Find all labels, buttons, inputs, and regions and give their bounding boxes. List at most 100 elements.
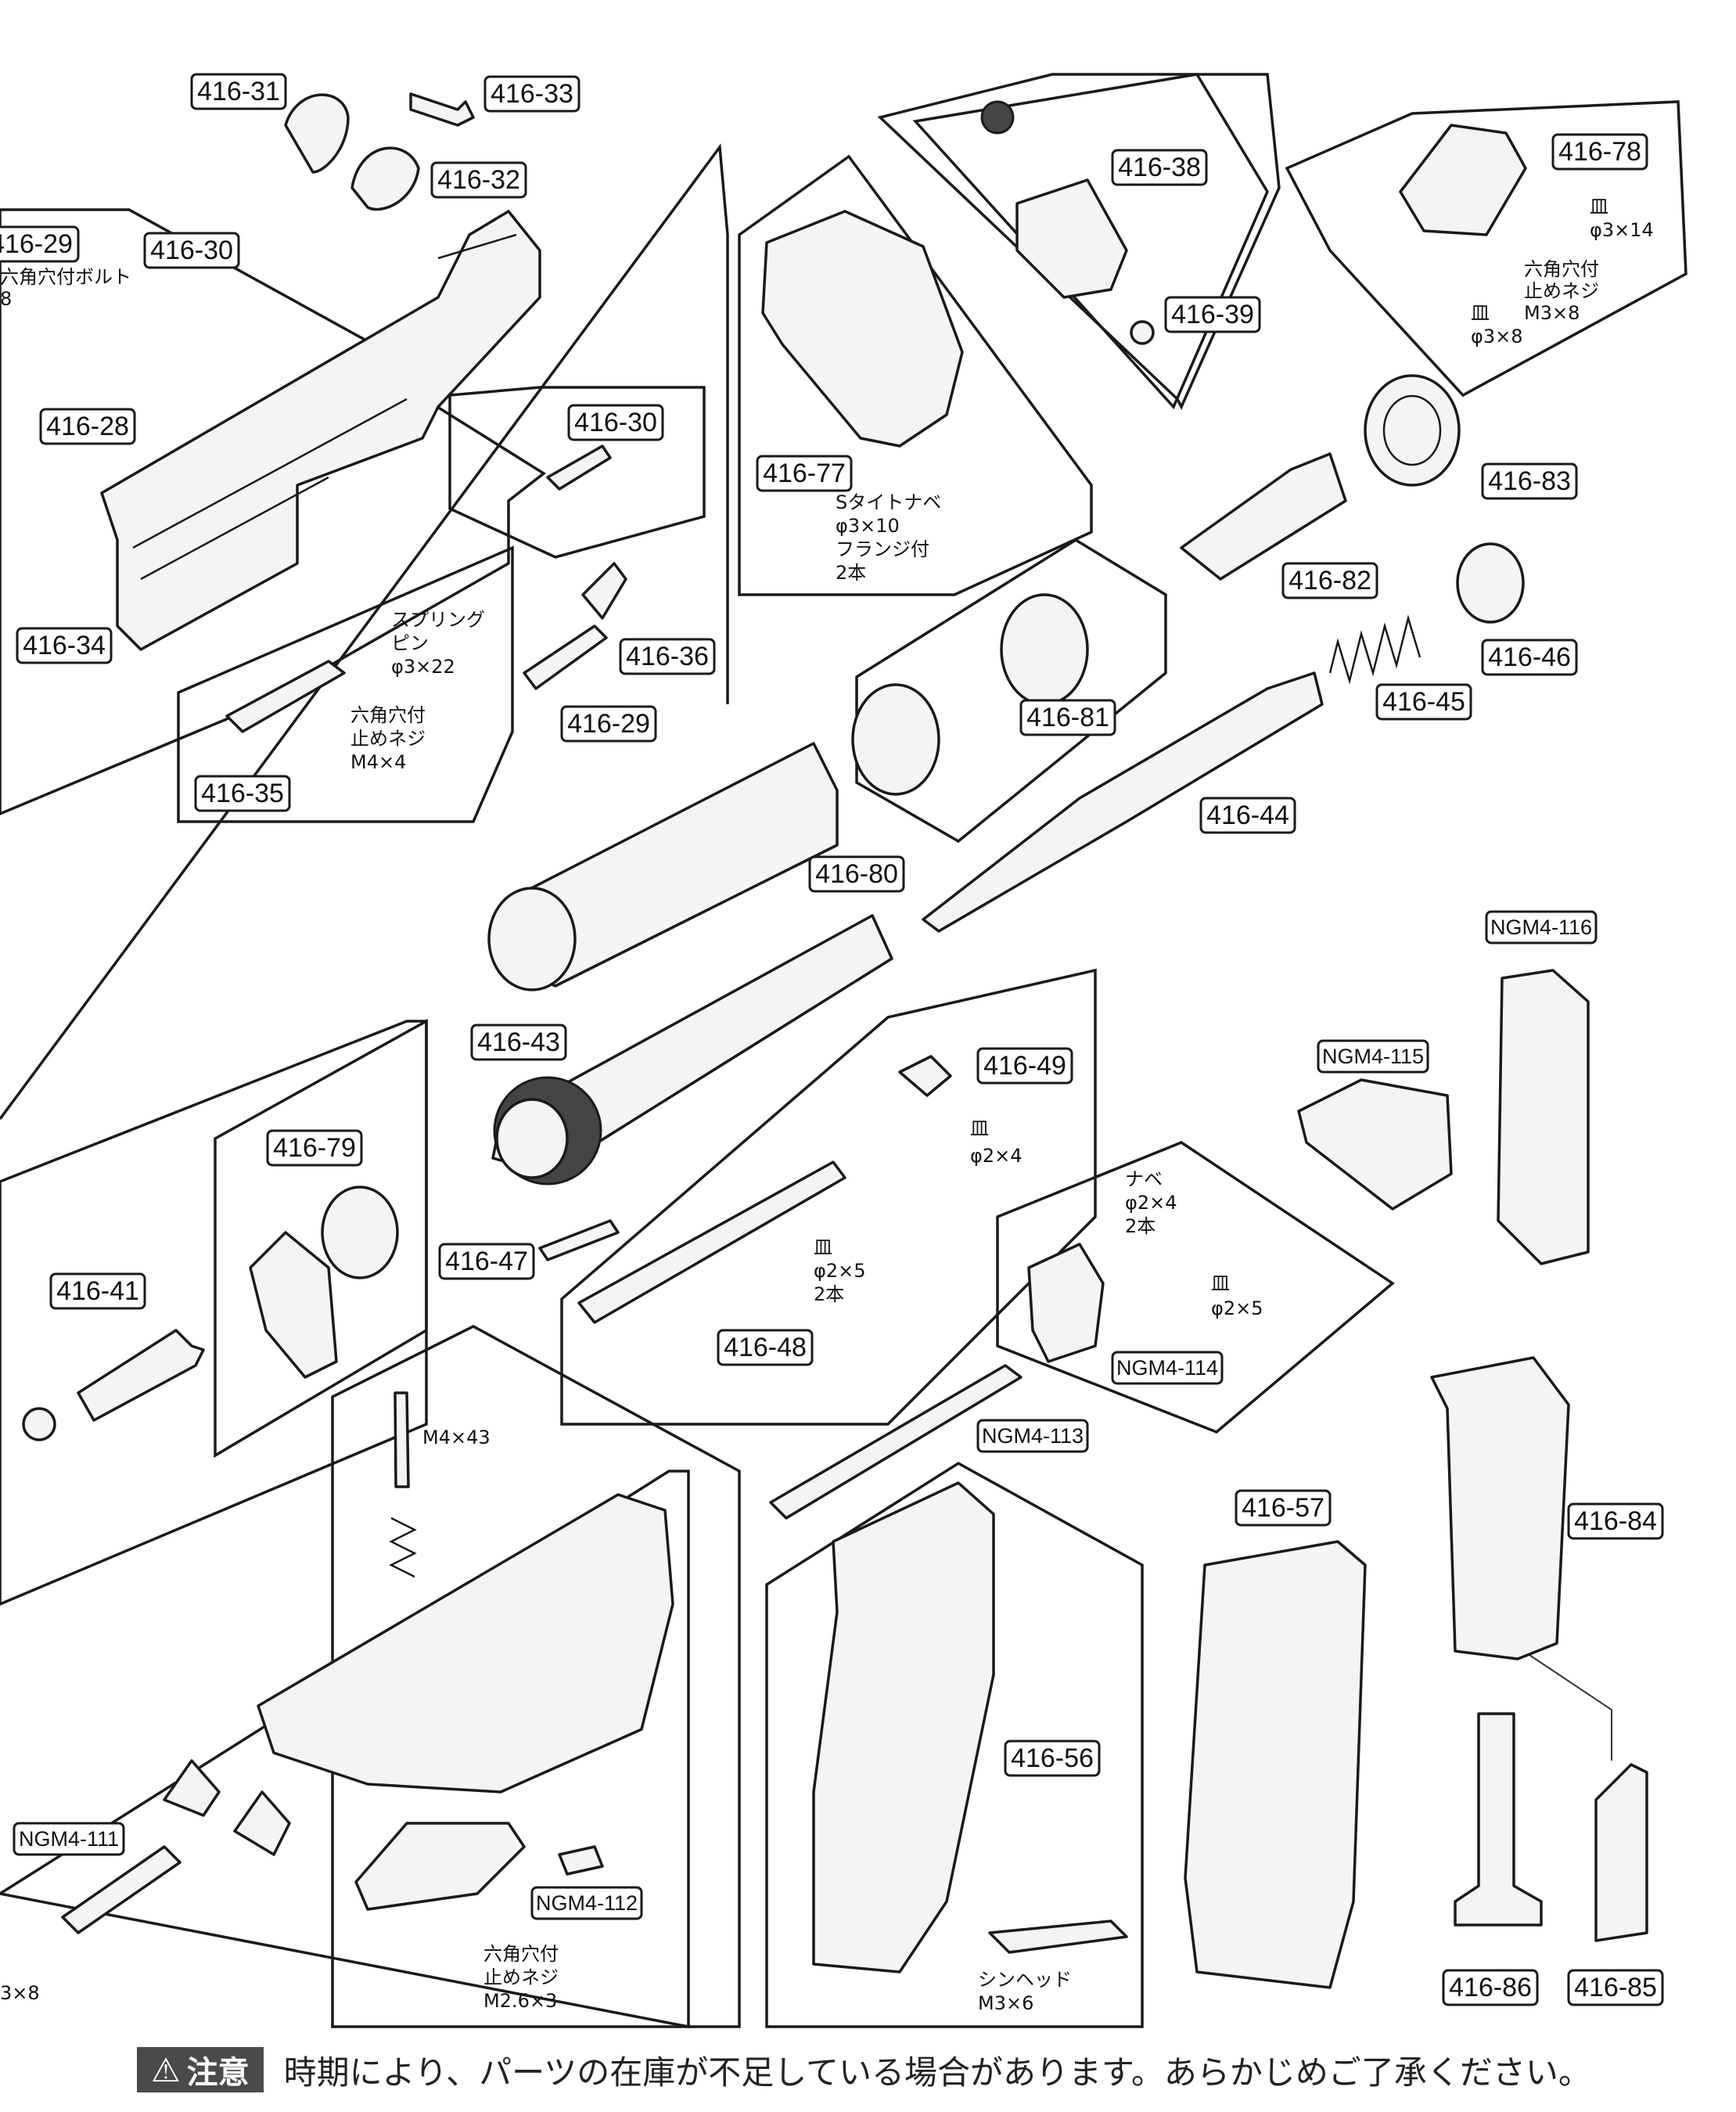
svg-text:416-29: 416-29 [0, 229, 73, 259]
svg-text:NGM4-111: NGM4-111 [19, 1827, 119, 1851]
note-set-screw-m3-l2: 止めネジ [1524, 280, 1599, 302]
svg-text:416-44: 416-44 [1206, 801, 1289, 830]
svg-text:416-46: 416-46 [1488, 642, 1571, 672]
small-lever-36-drawing [581, 562, 627, 620]
svg-text:416-48: 416-48 [724, 1333, 807, 1362]
label-416-35: 416-35 [194, 775, 291, 812]
label-ngm4-115: NGM4-115 [1317, 1039, 1429, 1074]
note-s-tight-l3: フランジ付 [836, 538, 929, 560]
frame-castle-nut [214, 1019, 428, 1459]
label-416-78: 416-78 [1551, 133, 1648, 171]
svg-text:NGM4-116: NGM4-116 [1490, 916, 1592, 939]
label-416-46: 416-46 [1481, 639, 1578, 676]
end-plate-drawing [249, 1231, 338, 1379]
svg-text:416-35: 416-35 [201, 779, 284, 808]
notice-bar: ⚠ 注意 時期により、パーツの在庫が不足している場合があります。あらかじめご了承… [137, 2043, 1694, 2096]
label-416-84: 416-84 [1567, 1502, 1664, 1540]
svg-text:416-34: 416-34 [23, 631, 106, 660]
key-47-drawing [538, 1219, 620, 1261]
svg-text:416-28: 416-28 [46, 412, 129, 441]
label-416-34: 416-34 [16, 627, 113, 664]
rear-cover-drawing [1399, 124, 1527, 236]
svg-text:416-82: 416-82 [1289, 566, 1371, 595]
note-set-screw-m4-l3: M4×4 [350, 751, 406, 773]
shim-plate-drawing [988, 1920, 1128, 1954]
svg-text:416-43: 416-43 [477, 1027, 560, 1057]
note-s-tight-l2: φ3×10 [836, 515, 900, 537]
note-edge-3x8: 3×8 [0, 1982, 40, 2004]
svg-text:416-84: 416-84 [1574, 1506, 1657, 1536]
knob-right-drawing [233, 1790, 291, 1856]
note-dish-2x5a-mark: 皿 [814, 1236, 832, 1258]
label-416-77: 416-77 [756, 455, 853, 492]
note-pan-2x4-l2: 2本 [1125, 1215, 1156, 1237]
svg-text:416-57: 416-57 [1242, 1493, 1324, 1523]
end-cap-83-drawing [1364, 374, 1461, 487]
note-spring-pin-l3: φ3×22 [391, 656, 455, 678]
motor-drawing [1015, 178, 1128, 299]
label-416-36: 416-36 [619, 638, 716, 675]
svg-text:416-81: 416-81 [1026, 703, 1109, 732]
label-416-38: 416-38 [1111, 149, 1208, 186]
spring-clip-35-drawing [225, 660, 346, 733]
note-dish-2x5a-l1: φ2×5 [814, 1260, 865, 1282]
magazine-57-drawing [1184, 1540, 1367, 1989]
label-416-57: 416-57 [1235, 1489, 1332, 1527]
foregrip-84-drawing [1430, 1356, 1570, 1660]
pistol-grip-drawing [761, 210, 964, 448]
screw-m4x43-drawing [394, 1391, 410, 1488]
label-416-83: 416-83 [1481, 462, 1578, 500]
sleeve-82-drawing [1180, 452, 1347, 581]
svg-text:416-80: 416-80 [815, 859, 898, 889]
svg-text:416-47: 416-47 [445, 1247, 528, 1276]
frame-selector [448, 386, 706, 559]
magazine-56-drawing [812, 1481, 995, 1973]
note-hex-bolt-l2: 8 [0, 288, 12, 310]
label-416-32: 416-32 [430, 161, 527, 199]
end-cap-83-inner [1382, 394, 1442, 466]
lead-foregrip [1529, 1654, 1612, 1761]
svg-text:416-86: 416-86 [1449, 1973, 1532, 2002]
note-set-screw-m3-l1: 六角穴付 [1524, 258, 1599, 280]
stock-body-drawing [257, 1493, 674, 1794]
notice-badge-label: 注意 [186, 2055, 250, 2091]
buttplate-116-drawing [1497, 969, 1590, 1265]
svg-text:416-56: 416-56 [1011, 1743, 1094, 1773]
svg-text:416-85: 416-85 [1574, 1973, 1657, 2002]
part-49-drawing [898, 1055, 952, 1097]
label-416-79: 416-79 [266, 1129, 363, 1167]
frame-spring-pin [177, 545, 514, 823]
svg-text:NGM4-114: NGM4-114 [1116, 1356, 1218, 1380]
notice-badge: ⚠ 注意 [137, 2047, 264, 2092]
part-115-drawing [1297, 1078, 1453, 1211]
frame-rear-cover [1285, 100, 1687, 398]
note-pan-2x4-l1: φ2×4 [1125, 1192, 1177, 1214]
svg-text:416-36: 416-36 [626, 642, 709, 671]
label-ngm4-112: NGM4-112 [530, 1886, 643, 1920]
label-ngm4-114: NGM4-114 [1111, 1351, 1224, 1385]
note-m4x43: M4×43 [422, 1427, 491, 1448]
note-spring-pin-l1: スプリング [391, 609, 485, 631]
label-ngm4-116: NGM4-116 [1485, 910, 1598, 944]
svg-text:416-33: 416-33 [491, 79, 573, 109]
warning-triangle-icon: ⚠ [151, 2050, 181, 2089]
label-416-44: 416-44 [1199, 797, 1296, 834]
foregrip-86-drawing [1454, 1712, 1543, 1927]
note-dish-2x4-mark: 皿 [970, 1117, 989, 1139]
note-set-screw-m3-l3: M3×8 [1524, 302, 1580, 324]
label-416-47: 416-47 [438, 1243, 535, 1280]
svg-text:416-49: 416-49 [983, 1051, 1066, 1081]
piston-rod-44-drawing [922, 671, 1324, 933]
latch-111-drawing [61, 1845, 182, 1934]
svg-text:416-83: 416-83 [1488, 466, 1571, 496]
note-set-screw-m26-l3: M2.6×3 [483, 1990, 557, 2012]
note-set-screw-m4-l2: 止めネジ [350, 728, 426, 750]
pinion-gear-drawing [980, 100, 1015, 135]
label-416-30-box: 416-30 [567, 404, 664, 441]
frame-stock [331, 1325, 741, 2028]
note-spring-pin-l2: ピン [391, 632, 429, 654]
label-416-86: 416-86 [1442, 1969, 1539, 2006]
label-ngm4-111: NGM4-111 [13, 1822, 125, 1856]
